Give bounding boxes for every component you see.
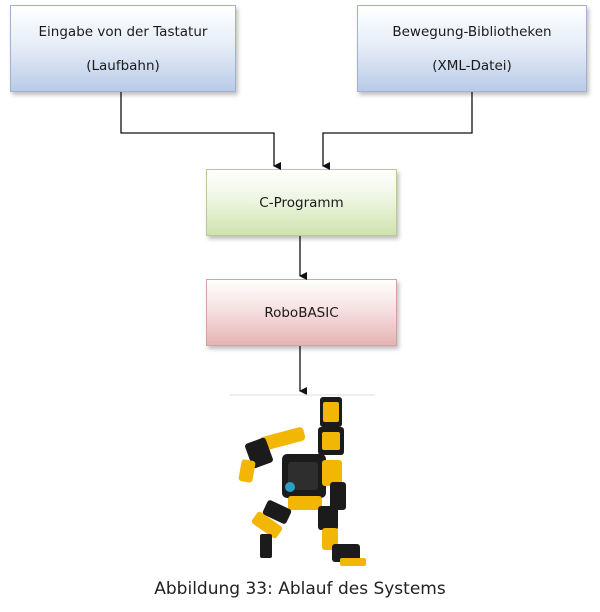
figure-caption: Abbildung 33: Ablauf des Systems — [154, 579, 446, 599]
keyboard-input-label: Eingabe von der Tastatur — [38, 23, 208, 40]
arrow-input-to-c — [120, 92, 281, 170]
robobasic-label: RoboBASIC — [264, 304, 339, 321]
arrow-library-to-c — [322, 92, 473, 170]
motion-library-sublabel: (XML-Datei) — [432, 57, 512, 74]
humanoid-robot-icon — [238, 397, 366, 566]
robobasic-box: RoboBASIC — [206, 279, 397, 346]
c-program-box: C-Programm — [206, 169, 397, 236]
motion-library-label: Bewegung-Bibliotheken — [392, 23, 552, 40]
c-program-label: C-Programm — [259, 194, 344, 211]
keyboard-input-box: Eingabe von der Tastatur (Laufbahn) — [10, 5, 236, 92]
motion-library-box: Bewegung-Bibliotheken (XML-Datei) — [357, 5, 587, 92]
keyboard-input-sublabel: (Laufbahn) — [86, 57, 160, 74]
